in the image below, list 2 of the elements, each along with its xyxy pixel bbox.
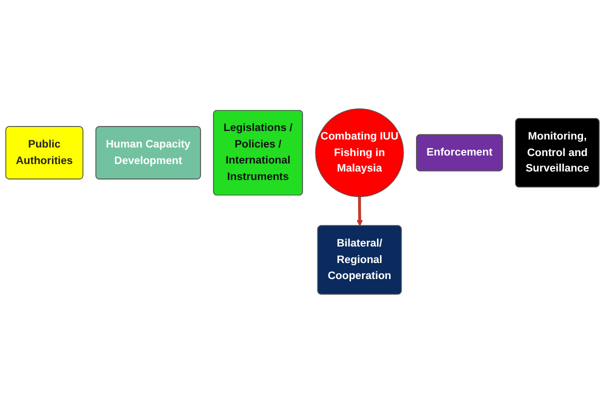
node-circle: Combating IUU Fishing in Malaysia: [315, 108, 404, 198]
arrow: [356, 196, 363, 226]
